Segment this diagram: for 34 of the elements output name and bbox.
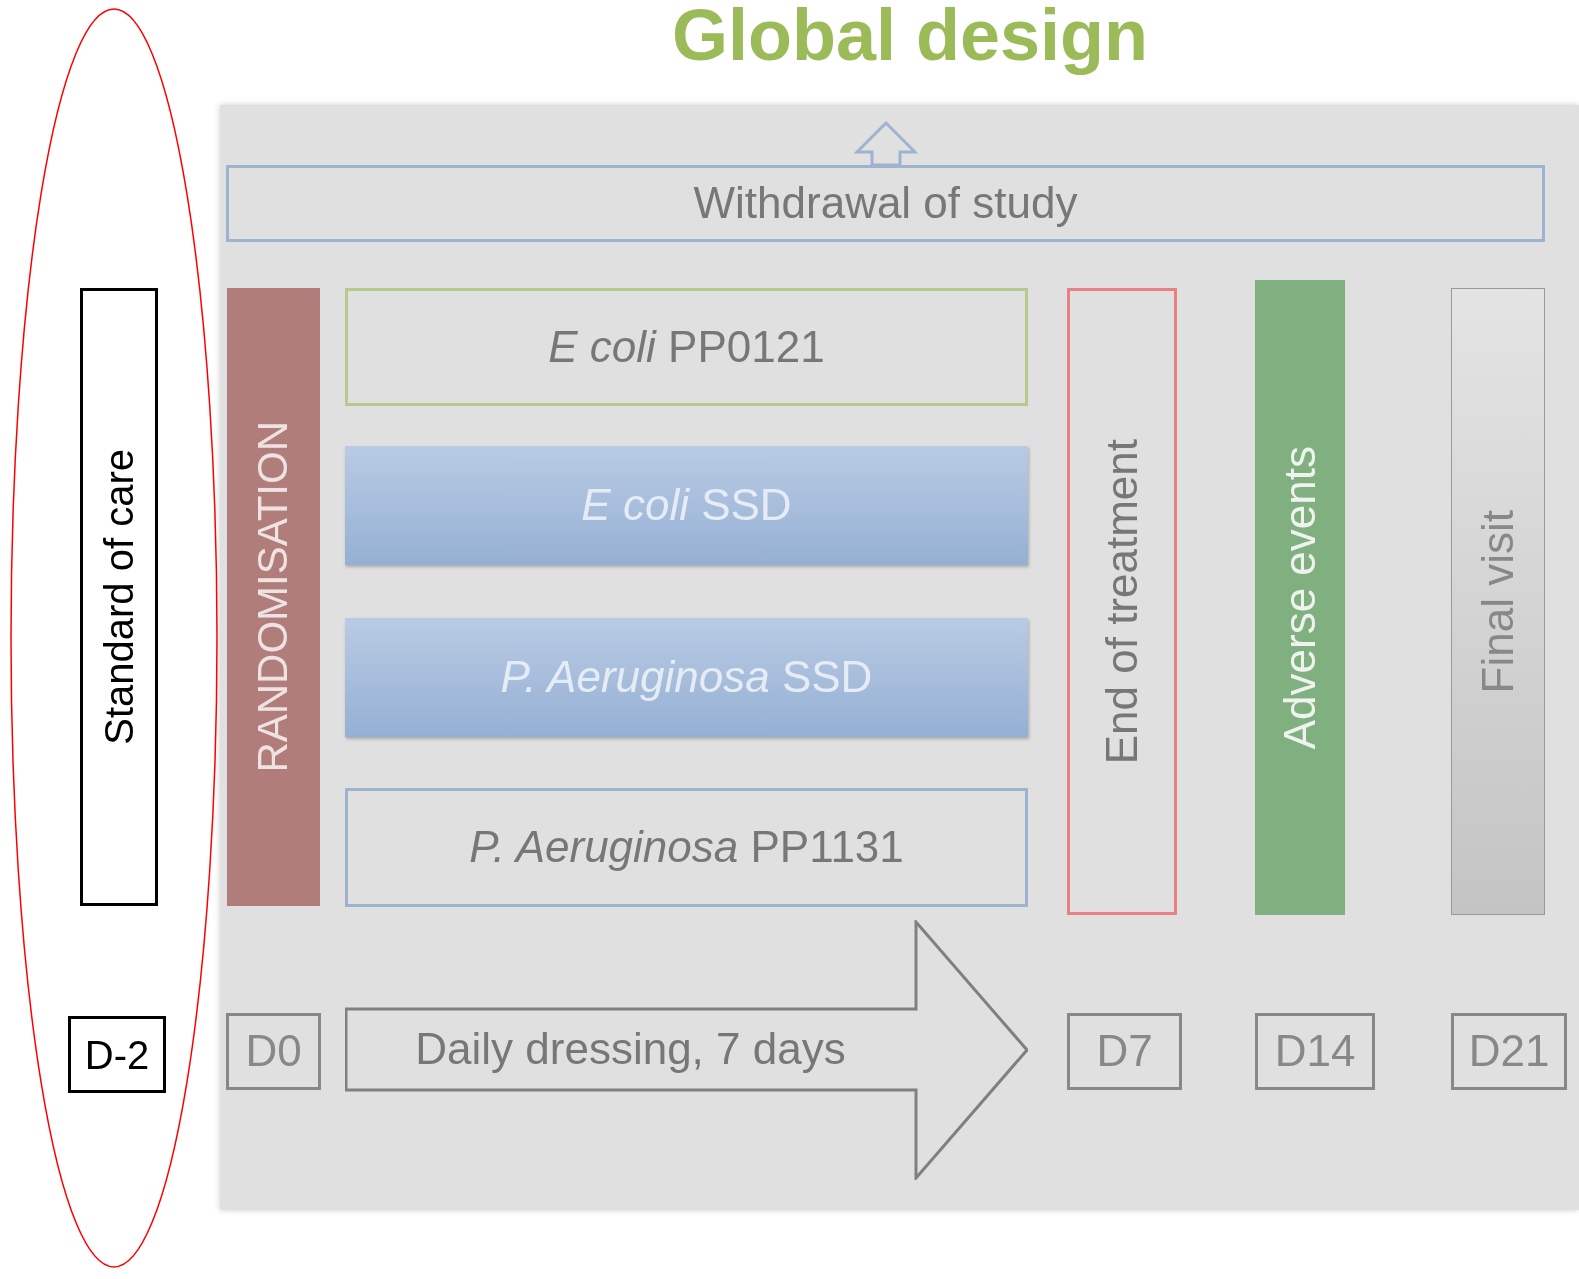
- box-label: E coli SSD: [581, 481, 792, 530]
- vertical-label: Standard of care: [97, 449, 141, 745]
- withdrawal-box: [226, 165, 1545, 242]
- vertical-label: Adverse events: [1275, 445, 1325, 750]
- day-box: [226, 1013, 321, 1090]
- milestone-bar: [1067, 288, 1177, 915]
- vertical-label: Final visit: [1473, 509, 1523, 694]
- vertical-label-box: [80, 288, 158, 906]
- randomisation-bar: [227, 288, 320, 906]
- box-label: D14: [1274, 1027, 1356, 1076]
- box-label: Daily dressing, 7 days: [415, 1025, 846, 1074]
- day-box: [68, 1016, 166, 1093]
- group-ellipse: [10, 8, 218, 1268]
- box-label: P. Aeruginosa PP1131: [469, 823, 904, 872]
- box-label: Withdrawal of study: [693, 179, 1078, 228]
- box-label: D0: [245, 1027, 302, 1076]
- treatment-arm-box: [345, 788, 1028, 907]
- box-label: D7: [1096, 1027, 1153, 1076]
- treatment-arm-box: [345, 288, 1028, 406]
- day-box: [1067, 1013, 1182, 1090]
- milestone-bar: [1255, 280, 1345, 915]
- box-label: P. Aeruginosa SSD: [500, 653, 873, 702]
- vertical-label: RANDOMISATION: [250, 421, 297, 773]
- vertical-label: End of treatment: [1097, 438, 1147, 765]
- treatment-arm-box: [345, 446, 1028, 565]
- duration-banner: [345, 920, 1028, 1180]
- day-box: [1255, 1013, 1375, 1090]
- milestone-bar: [1451, 288, 1545, 915]
- title: Global design: [670, 0, 1150, 76]
- box-label: D21: [1468, 1027, 1550, 1076]
- day-box: [1451, 1013, 1567, 1090]
- treatment-arm-box: [345, 618, 1028, 737]
- box-label: E coli PP0121: [548, 322, 825, 372]
- box-label: D-2: [84, 1032, 150, 1077]
